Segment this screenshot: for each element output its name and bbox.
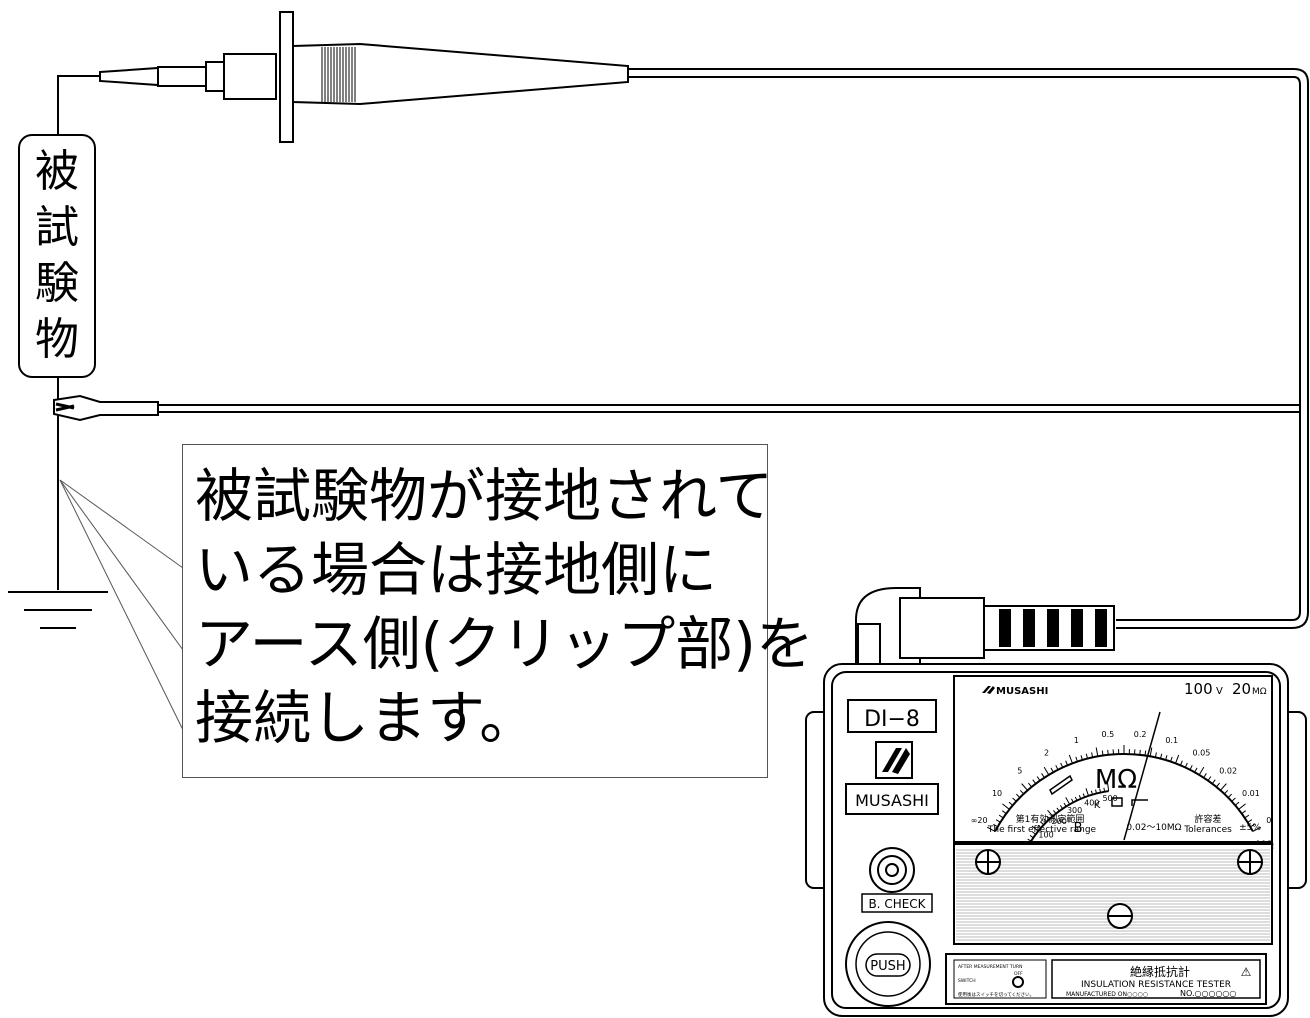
probe-grip-hatch <box>321 47 356 102</box>
meter-center-unit: MΩ <box>1095 765 1137 795</box>
object-label-char: 被 <box>35 146 79 197</box>
zero-adjust-screw-icon[interactable] <box>1107 903 1133 929</box>
effective-range-jp: 第1有効測定範囲 <box>1016 813 1085 825</box>
ohm-scale-label: 0.05 <box>1193 748 1211 757</box>
object-label-char: 物 <box>35 314 79 365</box>
tolerance-value: ±5% <box>1239 823 1261 833</box>
range-voltage-unit: V <box>1216 686 1223 697</box>
tolerance-jp: 許容差 <box>1194 813 1221 825</box>
range-resistance: 20 <box>1232 680 1251 698</box>
nameplate: AFTER MEASUREMENT TURN SWITCH OFF 使用後はスイ… <box>945 953 1267 1005</box>
screw-right-icon <box>1237 849 1263 875</box>
callout-line: 被試験物が接地されて <box>195 462 774 530</box>
tester-connector-icon <box>855 587 1115 665</box>
ohm-scale-label: 0.1 <box>1165 736 1178 745</box>
serial-label: NO.○○○○○○ <box>1180 989 1236 998</box>
line-earth-cable <box>158 404 1300 413</box>
manufactured-label: MANUFACTURED ON○○○○ <box>1066 991 1148 998</box>
meter-window: MUSASHI 100 V 20 MΩ ∞20 10 5 2 1 0.5 0.2 0.1 0.0… <box>953 675 1274 869</box>
object-under-test-label: 被 試 験 物 <box>18 134 96 378</box>
acv-scale-label: 400 <box>1084 798 1099 807</box>
meter-needle <box>1123 711 1161 841</box>
battery-zone-mark <box>1049 774 1073 796</box>
ground-symbol <box>8 591 108 629</box>
meter-brand: MUSASHI <box>996 686 1048 697</box>
push-button[interactable]: PUSH <box>845 921 931 1007</box>
acv-scale-label: 500 <box>1102 794 1117 803</box>
callout-line: アース側(クリップ部)を <box>195 610 814 678</box>
zero-adjust-panel <box>953 843 1273 945</box>
meter-brand-icon <box>982 686 995 694</box>
callout-leader-lines <box>59 479 184 731</box>
ohm-scale-label: 0.01 <box>1242 789 1260 798</box>
b-mark: B <box>1074 821 1083 836</box>
power-switch[interactable] <box>1012 976 1024 988</box>
ohm-scale-label: ∞20 <box>971 816 988 825</box>
ohm-scale-label: 0.5 <box>1102 730 1115 739</box>
object-label-char: 験 <box>35 258 79 309</box>
push-label: PUSH <box>870 959 905 974</box>
model-label: DI−8 <box>864 707 920 732</box>
warning-icon: ⚠ <box>1241 965 1252 979</box>
callout-line: 接続します。 <box>195 684 538 752</box>
ohm-scale-label: 0.02 <box>1219 766 1237 775</box>
object-label-char: 試 <box>35 202 79 253</box>
ohm-scale-label: 1 <box>1074 736 1079 745</box>
off-label: OFF <box>1014 971 1023 977</box>
range-voltage: 100 <box>1184 680 1213 698</box>
callout-line: いる場合は接地側に <box>195 536 718 604</box>
effective-range-en: The first effective range <box>987 825 1097 835</box>
brand-box <box>845 783 939 815</box>
b-check-label: B. CHECK <box>868 897 926 911</box>
tolerance-en: Tolerances <box>1183 825 1232 835</box>
ohm-scale-label: 5 <box>1017 766 1022 775</box>
line-probe-cable <box>628 68 1309 629</box>
screw-left-icon <box>975 849 1001 875</box>
b-check-button[interactable] <box>869 847 915 893</box>
tester-name-jp: 絶縁抵抗計 <box>1130 964 1190 979</box>
alligator-clip-icon <box>53 394 159 422</box>
ohm-scale-label: 0 <box>1266 816 1271 825</box>
meter-scales: ∞20105210.50.20.10.050.020.010MΩ01002003… <box>971 730 1274 869</box>
acv-scale-label: 100 <box>1038 830 1053 839</box>
switch-note-jp: 使用後はスイッチを切ってください。 <box>958 991 1034 998</box>
model-box <box>847 699 937 733</box>
acv-scale-label: 200 <box>1052 817 1067 826</box>
connector-stripes <box>999 609 1107 647</box>
acv-scale-label: 300 <box>1067 806 1082 815</box>
effective-range-value: 0.02〜10MΩ <box>1126 823 1181 833</box>
ohm-scale-label: 10 <box>992 789 1002 798</box>
switch-label: SWITCH <box>958 978 976 984</box>
left-panel: DI−8 MUSASHI B. CHECK PUSH <box>845 699 939 1007</box>
ohm-scale-label: 2 <box>1044 748 1049 757</box>
instruction-callout: 被試験物が接地されて いる場合は接地側に アース側(クリップ部)を 接続します。 <box>182 444 814 778</box>
k-mark: K <box>1094 800 1101 811</box>
range-resistance-unit: MΩ <box>1252 687 1267 697</box>
brand-side-label: MUSASHI <box>855 791 929 810</box>
switch-note: AFTER MEASUREMENT TURN <box>958 964 1022 970</box>
tester-name-en: INSULATION RESISTANCE TESTER <box>1081 980 1231 990</box>
probe-icon <box>99 11 629 143</box>
ohm-scale-label: 0.2 <box>1134 730 1147 739</box>
